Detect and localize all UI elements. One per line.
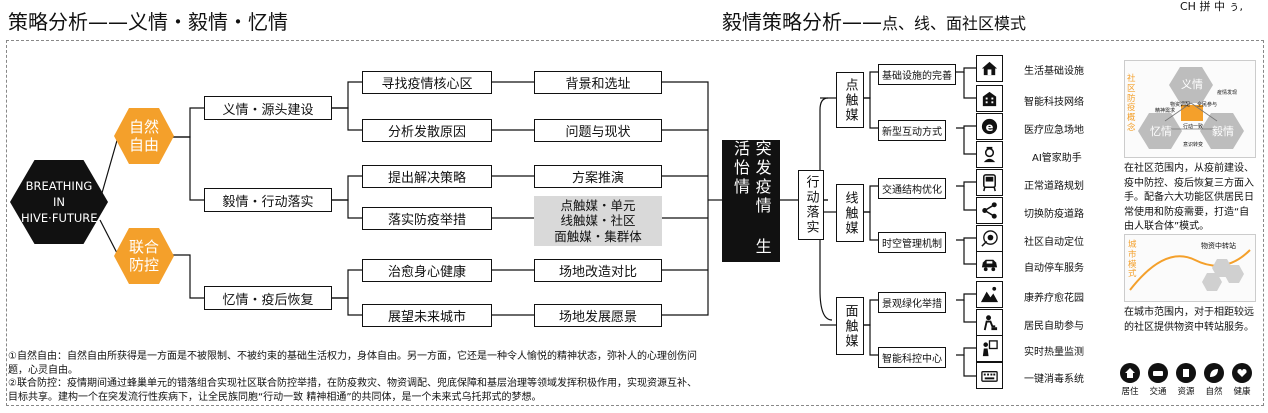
item-label-4: AI管家助手 — [1032, 153, 1082, 164]
side-text-2: 在城市范围内，对于相距较远的社区提供物资中转站服务。 — [1124, 307, 1254, 333]
building-icon — [976, 85, 1003, 112]
sub-1: 基础设施的完善 — [878, 64, 956, 85]
health-icon: 健康 — [1230, 363, 1254, 397]
hex-label-1: 义情 — [1181, 78, 1203, 91]
action-box-4: 落实防疫举措 — [362, 207, 492, 230]
ime-indicator[interactable]: CH 拼 中 ぅ, — [1180, 0, 1243, 13]
item-label-6: 切换防疫道路 — [1024, 209, 1084, 220]
result-box-2: 问题与现状 — [534, 119, 662, 142]
nurse-icon — [976, 141, 1003, 168]
browser-icon: e — [976, 113, 1003, 140]
group-line: 线触媒 — [836, 184, 864, 242]
house-icon — [976, 55, 1003, 82]
city-inner-label: 物资中转站 — [1201, 242, 1236, 250]
transport-icon: 交通 — [1146, 363, 1170, 397]
action-box-6: 展望未来城市 — [362, 304, 492, 327]
branch-box-3: 忆情・疫后恢复 — [204, 286, 332, 310]
car-icon — [976, 251, 1003, 278]
inner-label-6: 意识转变 — [1183, 142, 1204, 148]
city-label: 城市模式 — [1128, 240, 1137, 280]
result-box-6: 场地发展愿景 — [534, 304, 662, 327]
goal-panel: 突发疫情 生活怡情 — [722, 140, 780, 262]
result-box-3: 方案推演 — [534, 165, 662, 188]
item-label-11: 实时热量监测 — [1024, 347, 1084, 358]
share-icon — [976, 197, 1003, 224]
group-point: 点触媒 — [836, 72, 864, 128]
hex-natural-freedom: 自然自由 — [114, 108, 174, 164]
item-label-5: 正常道路规划 — [1024, 181, 1084, 192]
worker-icon — [976, 309, 1003, 336]
item-label-9: 康养疗愈花园 — [1024, 293, 1084, 304]
svg-text:e: e — [986, 120, 994, 134]
landscape-icon — [976, 281, 1003, 308]
inner-label-5: 行动一致 — [1183, 124, 1204, 130]
item-label-10: 居民自助参与 — [1024, 321, 1084, 332]
center-hex: BREATHING IN HIVE·FUTURE — [10, 160, 108, 244]
result-box-5: 场地改造对比 — [534, 259, 662, 282]
inner-label-4: 精神需求 — [1155, 108, 1176, 114]
note-2: ②联合防控：疫情期间通过蜂巢单元的错落组合实现社区联合防控举措，在防疫救灾、物资… — [8, 378, 697, 403]
action-box-1: 寻找疫情核心区 — [362, 71, 492, 94]
living-icon: 居住 — [1118, 363, 1142, 397]
action-label: 行动落实 — [798, 170, 824, 240]
left-title: 策略分析——义情・毅情・忆情 — [8, 10, 288, 34]
city-image: 城市模式 物资中转站 — [1124, 234, 1256, 302]
item-label-3: 医疗应急场地 — [1024, 125, 1084, 136]
action-box-5: 治愈身心健康 — [362, 259, 492, 282]
sub-2: 新型互动方式 — [878, 120, 946, 141]
concept-label: 社区防疫概念 — [1127, 74, 1136, 133]
side-text-1: 在社区范围内，从疫前建设、疫中防控、疫后恢复三方面入手。配备六大功能区供居民日常… — [1124, 163, 1254, 232]
item-label-1: 生活基础设施 — [1024, 66, 1084, 77]
keyboard-icon — [976, 362, 1003, 389]
item-label-7: 社区自动定位 — [1024, 237, 1084, 248]
note-1: ①自然自由：自然自由所获得是一方面是不被限制、不被约束的基础生活权力，身体自由。… — [8, 351, 697, 376]
hex-label-2: 忆情 — [1150, 125, 1172, 138]
item-label-2: 智能科技网络 — [1024, 97, 1084, 108]
sub-4: 时空管理机制 — [878, 232, 946, 253]
item-label-12: 一键消毒系统 — [1024, 374, 1084, 385]
bus-icon — [976, 169, 1003, 196]
concept-image: 社区防疫概念 义情 忆情 毅情 物资调配 全民参与 疫情发现 精神需求 行动一致… — [1124, 60, 1256, 158]
branch-box-2: 毅情・行动落实 — [204, 188, 332, 212]
content-frame — [6, 40, 1264, 406]
action-box-3: 提出解决策略 — [362, 165, 492, 188]
monitor-person-icon — [976, 335, 1003, 362]
sub-5: 景观绿化举措 — [878, 292, 946, 313]
inner-label-1: 物资调配 — [1170, 102, 1191, 108]
branch-box-1: 义情・源头建设 — [204, 96, 332, 120]
item-label-8: 自动停车服务 — [1024, 263, 1084, 274]
inner-label-2: 全民参与 — [1197, 102, 1218, 108]
inner-label-3: 疫情发现 — [1217, 90, 1238, 96]
sub-6: 智能科控中心 — [878, 347, 946, 368]
group-area: 面触媒 — [836, 297, 864, 355]
location-icon — [976, 225, 1003, 252]
right-title: 毅情策略分析——点、线、面社区模式 — [722, 10, 1027, 34]
action-box-2: 分析发散原因 — [362, 119, 492, 142]
nature-icon: 自然 — [1202, 363, 1226, 397]
sub-3: 交通结构优化 — [878, 178, 946, 199]
resource-icon: 资源 — [1174, 363, 1198, 397]
hex-label-3: 毅情 — [1212, 125, 1234, 138]
result-box-1: 背景和选址 — [534, 71, 662, 94]
result-box-4: 点触媒・单元 线触媒・社区 面触媒・集群体 — [534, 196, 662, 246]
